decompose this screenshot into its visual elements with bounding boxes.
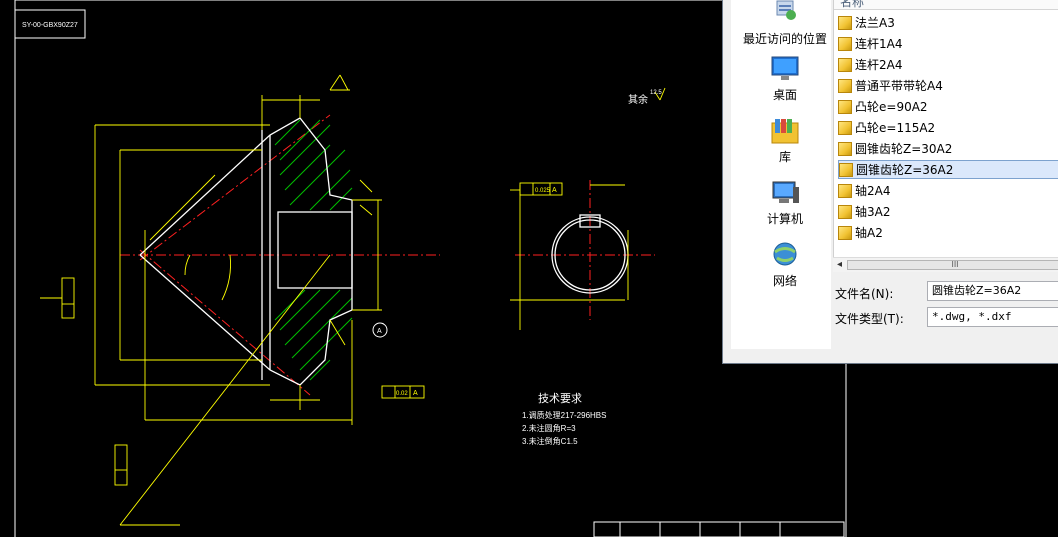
- tech-req-line-3: 3.未注倒角C1.5: [522, 436, 578, 446]
- bevel-gear-section: [139, 117, 629, 386]
- file-item[interactable]: 轴A2: [838, 224, 1058, 243]
- libraries-icon: [771, 119, 799, 144]
- file-item[interactable]: 连杆2A4: [838, 56, 1058, 75]
- place-network[interactable]: 网络: [731, 241, 839, 289]
- dwg-file-icon: [839, 163, 853, 177]
- file-item-selected[interactable]: 圆锥齿轮Z=36A2: [838, 160, 1058, 179]
- file-item[interactable]: 连杆1A4: [838, 35, 1058, 54]
- file-item-label: 圆锥齿轮Z=30A2: [855, 142, 953, 156]
- drawing-frame: [14, 0, 847, 537]
- tech-req-line-1: 1.调质处理217-296HBS: [522, 410, 606, 420]
- dwg-file-icon: [838, 121, 852, 135]
- scrollbar-thumb[interactable]: III: [847, 260, 1058, 270]
- file-item[interactable]: 轴2A4: [838, 182, 1058, 201]
- filename-input[interactable]: 圆锥齿轮Z=36A2: [927, 281, 1058, 301]
- dimension-lines: [94, 74, 666, 526]
- surface-note-label: 其余: [628, 93, 648, 106]
- place-computer[interactable]: 计算机: [731, 179, 839, 227]
- network-icon: [773, 242, 797, 266]
- computer-icon: [772, 181, 799, 203]
- datum-label-frame: A: [413, 390, 418, 397]
- surface-symbol-value: 12.5: [650, 90, 662, 96]
- dwg-file-icon: [838, 58, 852, 72]
- desktop-icon: [771, 56, 799, 80]
- tolerance-value-1: 0.02: [396, 391, 408, 397]
- datum-a-text: A: [377, 328, 382, 335]
- scroll-left-arrow-icon[interactable]: ◂: [837, 259, 843, 270]
- dwg-file-icon: [838, 184, 852, 198]
- filename-label: 文件名(N):: [835, 287, 894, 301]
- dwg-file-icon: [838, 16, 852, 30]
- dwg-file-icon: [838, 205, 852, 219]
- datum-a-marker: A: [372, 322, 388, 338]
- open-file-dialog: 最近访问的位置 桌面 库 计算机 网络 名称 法兰A3 连杆1A4 连杆2A4 …: [722, 0, 1058, 364]
- dwg-file-icon: [838, 79, 852, 93]
- file-item-label: 凸轮e=115A2: [855, 121, 936, 135]
- file-item[interactable]: 凸轮e=90A2: [838, 98, 1058, 117]
- place-network-label: 网络: [772, 274, 797, 288]
- place-libraries[interactable]: 库: [731, 117, 839, 165]
- dwg-file-icon: [838, 142, 852, 156]
- dwg-file-icon: [838, 226, 852, 240]
- file-item[interactable]: 法兰A3: [838, 14, 1058, 33]
- horizontal-scrollbar[interactable]: ◂ III: [833, 257, 1058, 272]
- filetype-label: 文件类型(T):: [835, 312, 904, 326]
- file-item[interactable]: 凸轮e=115A2: [838, 119, 1058, 138]
- place-recent-label: 最近访问的位置: [742, 32, 827, 46]
- tolerance-value-2: 0.025: [535, 188, 551, 194]
- technical-requirements: 技术要求 1.调质处理217-296HBS 2.未注圆角R=3 3.未注倒角C1…: [522, 392, 606, 446]
- section-hatching: [274, 119, 353, 381]
- recent-places-icon: [776, 0, 796, 20]
- file-item[interactable]: 普通平带带轮A4: [838, 77, 1058, 96]
- center-lines: [120, 114, 655, 396]
- place-computer-label: 计算机: [766, 212, 803, 226]
- tech-req-line-2: 2.未注圆角R=3: [522, 423, 576, 433]
- tolerance-frames: [40, 182, 563, 486]
- file-item-label: 轴3A2: [855, 205, 891, 219]
- file-item-label: 轴A2: [855, 226, 883, 240]
- file-item-label: 轴2A4: [855, 184, 891, 198]
- file-item-label: 连杆2A4: [855, 58, 903, 72]
- file-item-label: 法兰A3: [855, 16, 895, 30]
- dwg-file-icon: [838, 100, 852, 114]
- file-item-label: 普通平带带轮A4: [855, 79, 943, 93]
- file-item-label: 连杆1A4: [855, 37, 903, 51]
- tech-req-title: 技术要求: [538, 392, 582, 405]
- place-libraries-label: 库: [778, 150, 791, 164]
- file-item-label: 圆锥齿轮Z=36A2: [856, 163, 954, 177]
- file-item-label: 凸轮e=90A2: [855, 100, 928, 114]
- file-item[interactable]: 圆锥齿轮Z=30A2: [838, 140, 1058, 159]
- file-list[interactable]: 名称 法兰A3 连杆1A4 连杆2A4 普通平带带轮A4 凸轮e=90A2 凸轮…: [833, 0, 1058, 257]
- place-desktop[interactable]: 桌面: [731, 55, 839, 103]
- places-bar: 最近访问的位置 桌面 库 计算机 网络: [731, 0, 831, 349]
- place-recent[interactable]: 最近访问的位置: [731, 0, 839, 47]
- column-header-name[interactable]: 名称: [834, 0, 1058, 10]
- file-item[interactable]: 轴3A2: [838, 203, 1058, 222]
- dwg-file-icon: [838, 37, 852, 51]
- title-block-text: SY-00-GBX90Z27: [22, 22, 78, 29]
- filetype-select[interactable]: *.dwg, *.dxf: [927, 307, 1058, 327]
- datum-label-frame-2: A: [552, 187, 557, 194]
- place-desktop-label: 桌面: [772, 88, 797, 102]
